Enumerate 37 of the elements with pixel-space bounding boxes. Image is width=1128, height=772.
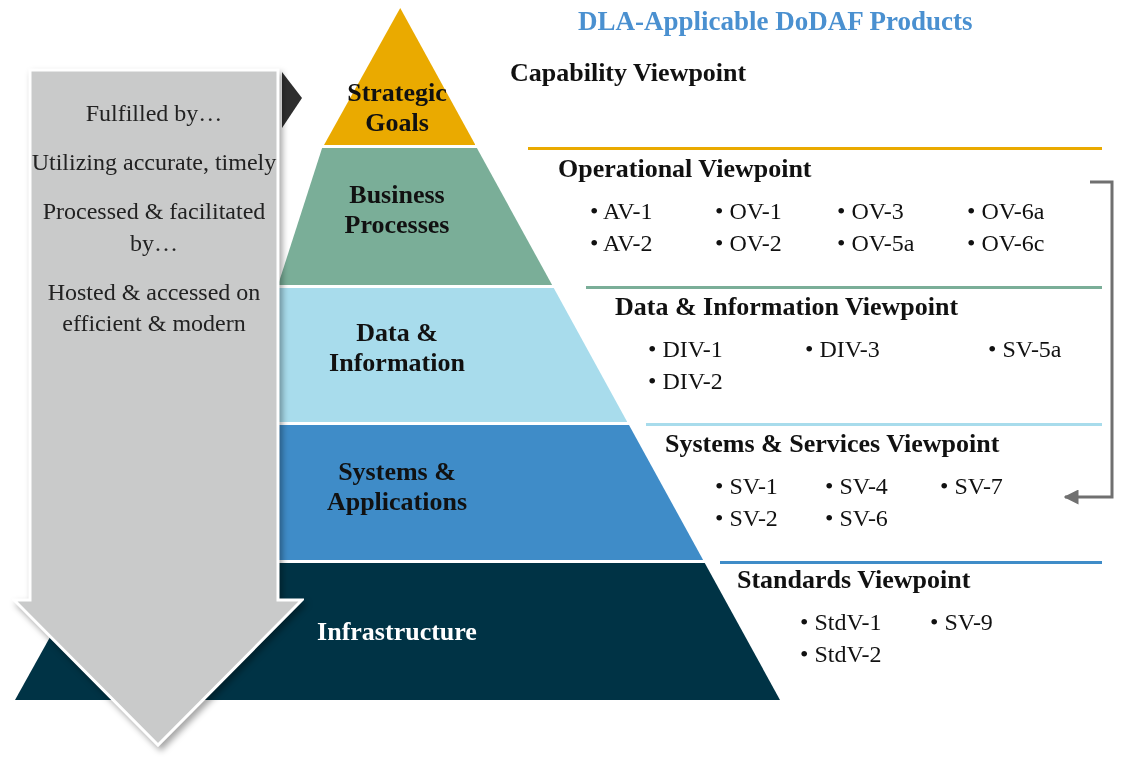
product-item: • SV-7: [940, 472, 1003, 501]
arrow-text: Fulfilled by…: [84, 99, 224, 128]
product-item: • SV-5a: [988, 335, 1062, 364]
product-item: • AV-2: [590, 229, 653, 258]
product-item: • DIV-3: [805, 335, 880, 364]
connector-arrow: [1063, 180, 1114, 505]
layer-label: Infrastructure: [316, 617, 478, 647]
viewpoint-heading: Operational Viewpoint: [558, 154, 813, 184]
product-item: • OV-2: [715, 229, 782, 258]
arrow-text: Processed & facilitated by…: [41, 197, 267, 258]
arrow-text: Utilizing accurate, timely: [30, 148, 278, 178]
product-item: • SV-2: [715, 504, 778, 533]
product-item: • DIV-2: [648, 367, 723, 396]
viewpoint-heading: Standards Viewpoint: [737, 565, 972, 595]
layer-label: Data & Information: [328, 318, 466, 378]
product-item: • OV-3: [837, 197, 904, 226]
layer-label: Business Processes: [343, 180, 451, 240]
product-item: • OV-6c: [967, 229, 1045, 258]
product-item: • SV-1: [715, 472, 778, 501]
arrow-text: Hosted & accessed on efficient & modern: [46, 277, 262, 338]
pyramid-layer: [278, 148, 553, 285]
product-item: • AV-1: [590, 197, 653, 226]
viewpoint-heading: Data & Information Viewpoint: [615, 292, 960, 322]
product-item: • SV-9: [930, 608, 993, 637]
product-item: • StdV-2: [800, 640, 882, 669]
product-item: • SV-4: [825, 472, 888, 501]
product-item: • SV-6: [825, 504, 888, 533]
product-item: • StdV-1: [800, 608, 882, 637]
product-item: • OV-6a: [967, 197, 1045, 226]
product-item: • DIV-1: [648, 335, 723, 364]
viewpoint-heading: Systems & Services Viewpoint: [665, 429, 1001, 459]
product-item: • OV-5a: [837, 229, 915, 258]
diagram-title: DLA-Applicable DoDAF Products: [578, 6, 973, 37]
viewpoint-heading: Capability Viewpoint: [510, 58, 748, 88]
pyramid-layer: [323, 8, 476, 145]
product-item: • OV-1: [715, 197, 782, 226]
layer-label: Systems & Applications: [325, 457, 469, 517]
